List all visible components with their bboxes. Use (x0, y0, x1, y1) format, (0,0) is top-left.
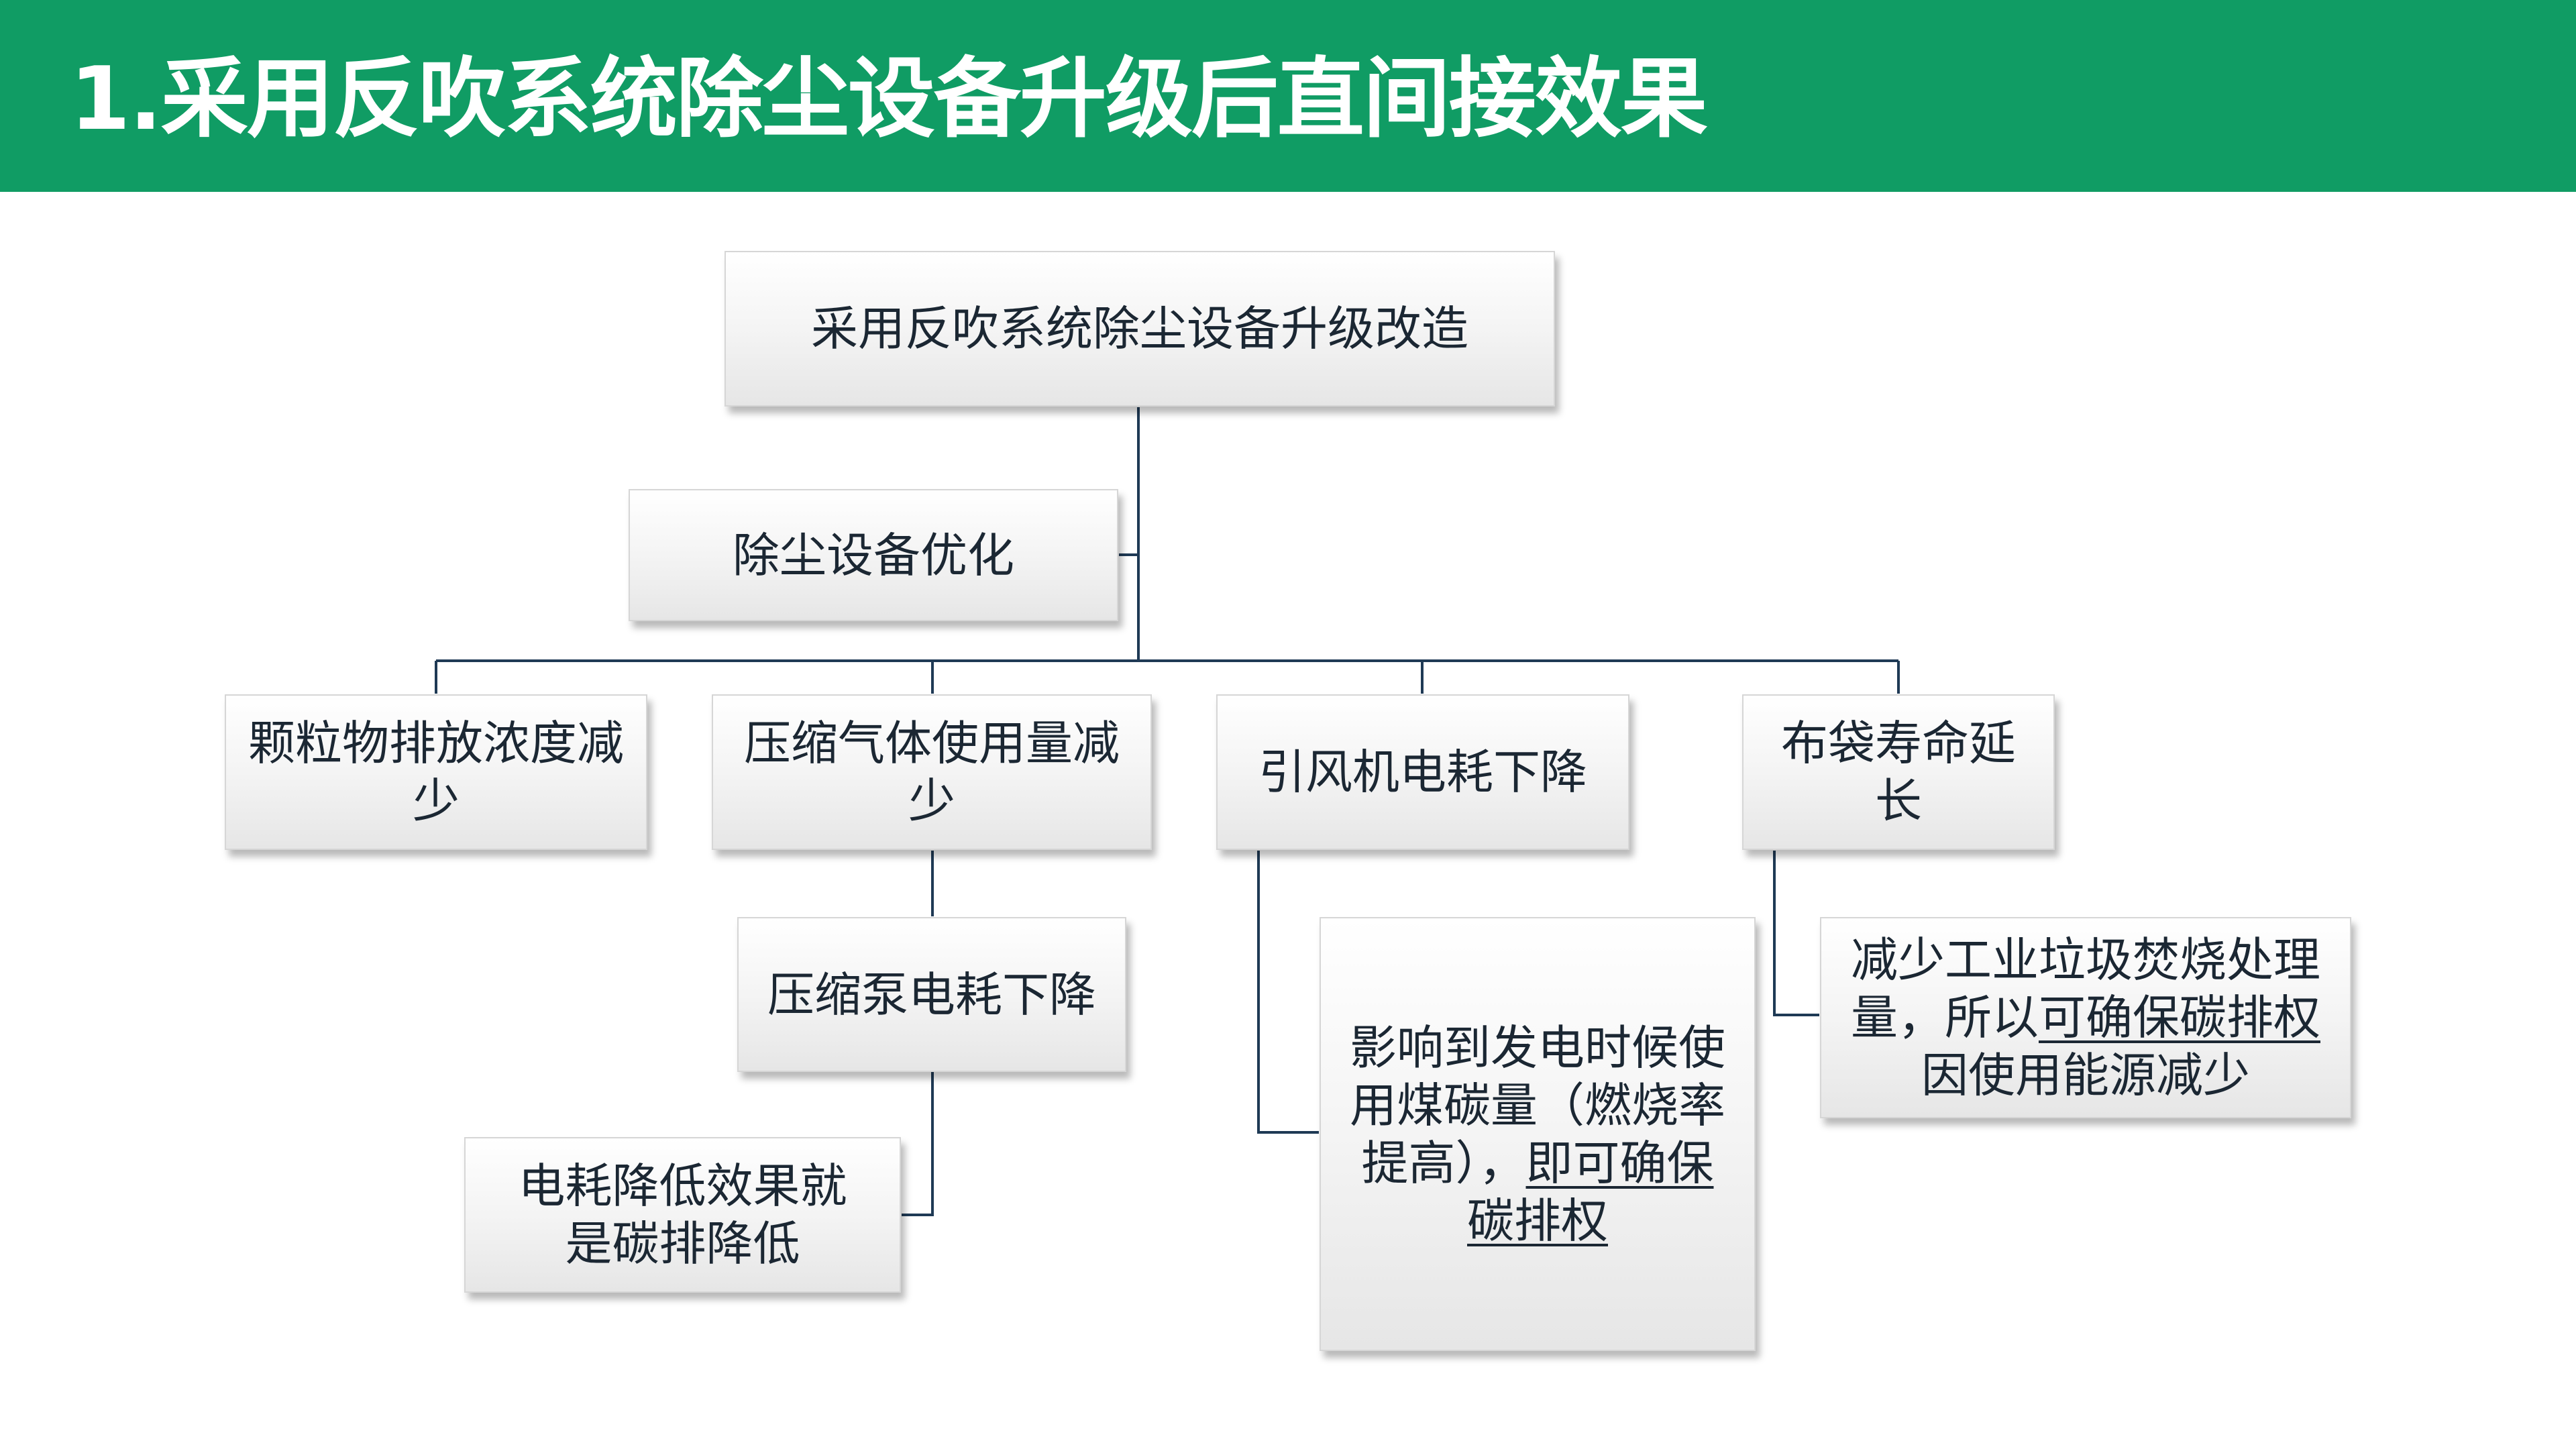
page-title: 1.采用反吹系统除尘设备升级后直间接效果 (70, 48, 1708, 150)
bag-effect-text: 减少工业垃圾焚烧处理量，所以可确保碳排权因使用能源减少 (1821, 931, 2350, 1104)
bag-effect-node: 减少工业垃圾焚烧处理量，所以可确保碳排权因使用能源减少 (1820, 917, 2351, 1118)
pump-effect-label: 电耗降低效果就是碳排降低 (518, 1159, 847, 1271)
branch-label-particulate: 颗粒物排放浓度减少 (248, 716, 624, 828)
branch-node-particulate: 颗粒物排放浓度减少 (225, 694, 647, 850)
header-bar: 1.采用反吹系统除尘设备升级后直间接效果 (0, 0, 2576, 192)
assistant-node-label: 除尘设备优化 (733, 527, 1014, 583)
fan-effect-node: 影响到发电时候使用煤碳量（燃烧率提高），即可确保碳排权 (1320, 917, 1756, 1351)
pump-to-effect (902, 1072, 934, 1216)
bag-effect-plain-2: 因使用能源减少 (1921, 1048, 2250, 1103)
root-node-label: 采用反吹系统除尘设备升级改造 (811, 301, 1468, 356)
pump-effect-node: 电耗降低效果就是碳排降低 (464, 1137, 901, 1293)
fan-effect-text: 影响到发电时候使用煤碳量（燃烧率提高），即可确保碳排权 (1321, 1019, 1754, 1250)
branch-node-fan: 引风机电耗下降 (1216, 694, 1629, 850)
bag-effect-plain-1: 减少工业垃圾焚烧处理量，所以 (1851, 932, 2320, 1045)
bag-to-effect (1773, 851, 1819, 1016)
fan-effect-link: 即可确保碳排权 (1467, 1135, 1714, 1248)
fan-effect-plain: 影响到发电时候使用煤碳量（燃烧率提高）， (1350, 1020, 1725, 1191)
root-node: 采用反吹系统除尘设备升级改造 (724, 251, 1555, 407)
pump-node: 压缩泵电耗下降 (737, 917, 1126, 1072)
fan-to-effect (1257, 851, 1319, 1134)
branch-label-compressed-gas: 压缩气体使用量减少 (744, 716, 1120, 828)
branch-label-bag: 布袋寿命延长 (1781, 716, 2016, 828)
branch-node-compressed-gas: 压缩气体使用量减少 (712, 694, 1152, 850)
branch-node-bag: 布袋寿命延长 (1742, 694, 2055, 850)
assistant-node: 除尘设备优化 (629, 489, 1118, 621)
bag-effect-link: 可确保碳排权 (2039, 990, 2320, 1045)
branch-label-fan: 引风机电耗下降 (1258, 745, 1587, 800)
pump-node-label: 压缩泵电耗下降 (767, 967, 1096, 1022)
